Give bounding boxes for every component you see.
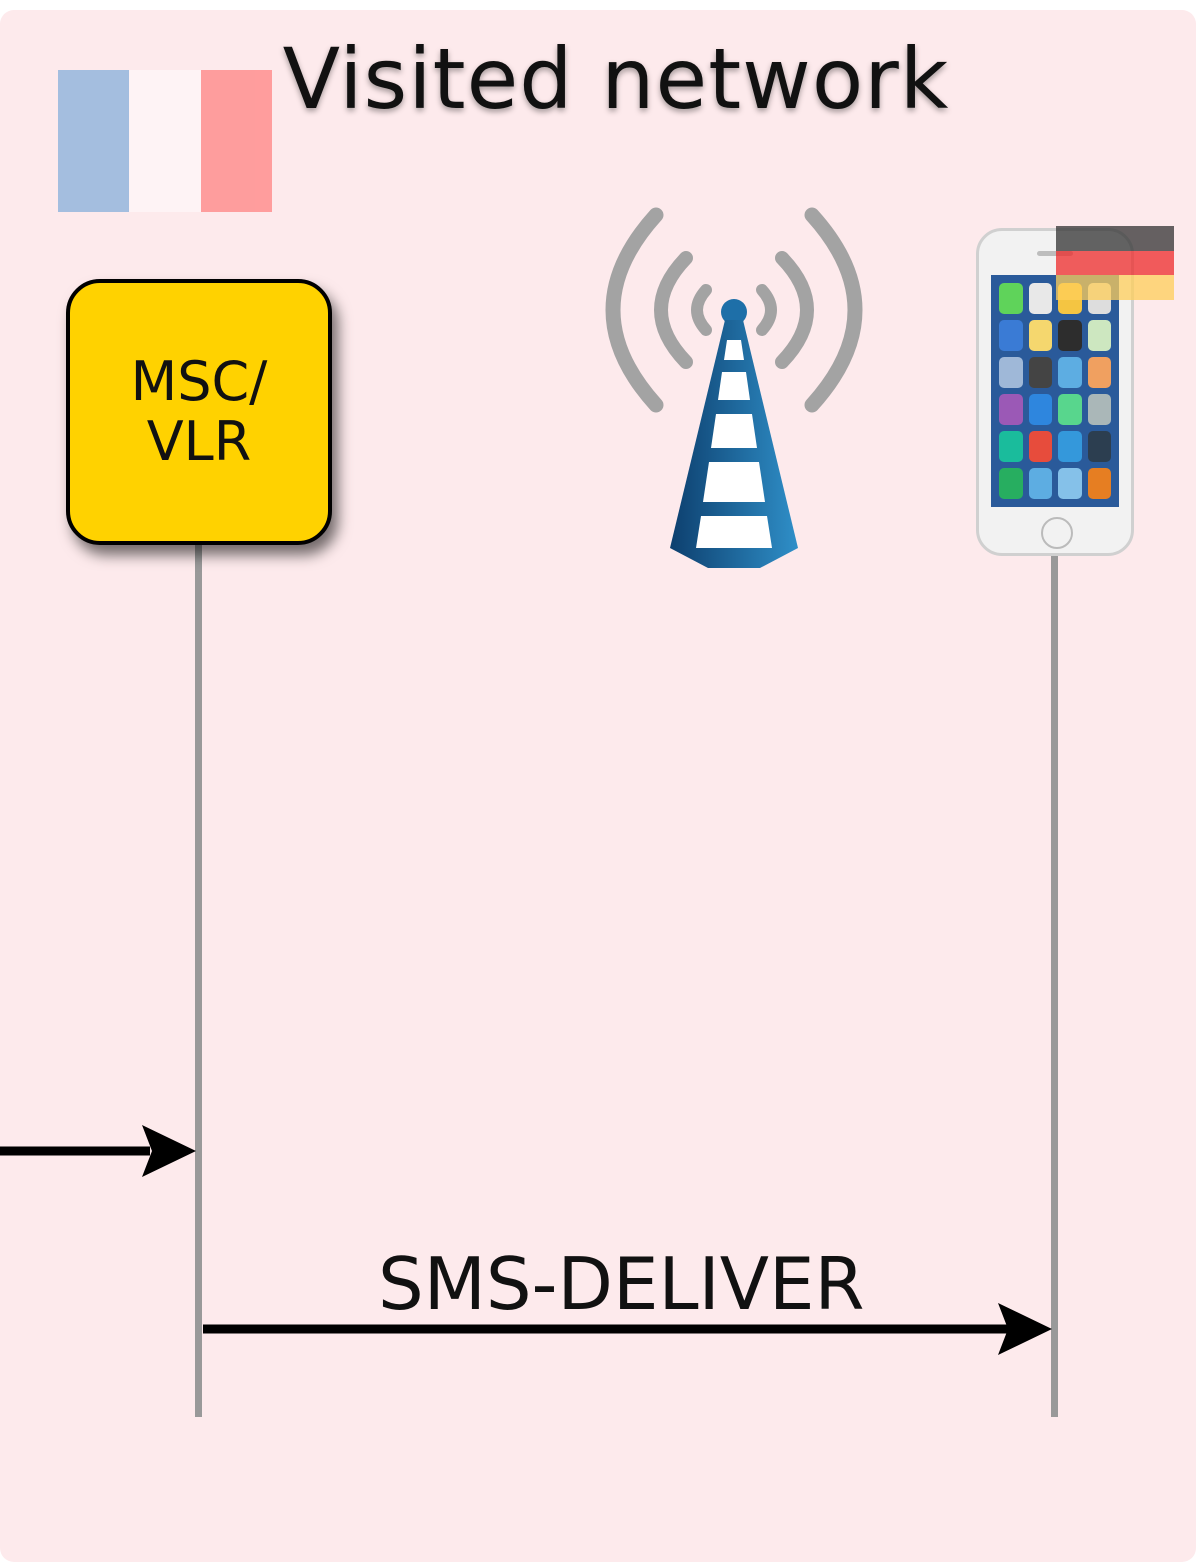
phone-lifeline xyxy=(1051,556,1058,1417)
sms-deliver-arrow xyxy=(203,1303,1052,1355)
smartphone-icon xyxy=(976,228,1134,556)
msc-vlr-node: MSC/ VLR xyxy=(66,279,332,545)
sms-deliver-label: SMS-DELIVER xyxy=(378,1242,865,1326)
phone-speaker xyxy=(1037,251,1073,256)
msc-label-line1: MSC/ xyxy=(130,349,268,413)
france-flag-icon xyxy=(58,70,272,212)
msc-lifeline xyxy=(195,545,202,1417)
incoming-arrow xyxy=(0,1125,196,1177)
diagram-title: Visited network xyxy=(282,30,950,128)
msc-label-line2: VLR xyxy=(146,410,252,473)
germany-flag-icon xyxy=(1056,226,1174,301)
phone-home-button xyxy=(1041,517,1073,549)
phone-screen xyxy=(991,275,1119,507)
